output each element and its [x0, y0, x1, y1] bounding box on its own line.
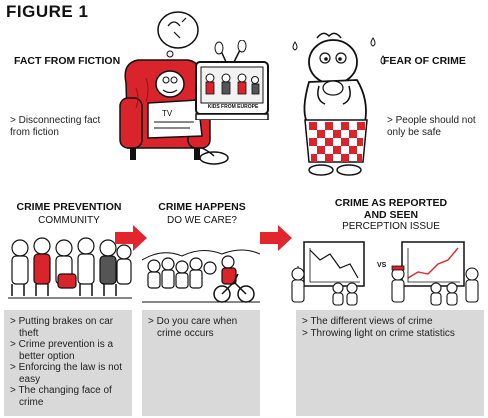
crime-scene-crowd-illustration — [142, 249, 260, 303]
figure-title: FIGURE 1 — [6, 2, 89, 21]
crime-as-reported-list: The different views of crime Throwing li… — [302, 316, 478, 339]
community-group-illustration — [8, 237, 132, 299]
fact-from-fiction-heading: FACT FROM FICTION — [14, 55, 121, 67]
crime-prevention-list: Putting brakes on car theft Crime preven… — [10, 316, 126, 408]
crime-as-reported-heading: CRIME AS REPORTED AND SEEN — [296, 197, 486, 221]
list-item: Crime prevention is a better option — [10, 339, 126, 362]
frightened-person-illustration — [292, 32, 386, 176]
crime-as-reported-box: The different views of crime Throwing li… — [296, 310, 484, 416]
tv-caption: KIDS FROM EUROPE — [207, 104, 259, 110]
list-item: Enforcing the law is not easy — [10, 362, 126, 385]
television-illustration — [195, 40, 269, 120]
man-in-armchair-illustration: TV — [119, 11, 229, 165]
list-item: The different views of crime — [302, 316, 478, 328]
fear-of-crime-heading: FEAR OF CRIME — [383, 55, 466, 67]
arrow-right-icon — [115, 225, 147, 251]
crime-happens-box: Do you care when crime occurs — [142, 310, 260, 416]
crime-prevention-subheading: COMMUNITY — [38, 215, 100, 226]
list-item: Throwing light on crime statistics — [302, 328, 478, 340]
fact-from-fiction-note: > Disconnecting fact from fiction — [10, 115, 101, 138]
list-item: The changing face of crime — [10, 385, 126, 408]
vs-label: VS — [377, 262, 387, 269]
fear-of-crime-note: > People should not only be safe — [387, 115, 476, 138]
crime-prevention-heading: CRIME PREVENTION — [16, 201, 122, 213]
crime-as-reported-heading-line2: AND SEEN — [363, 209, 419, 221]
crime-prevention-box: Putting brakes on car theft Crime preven… — [4, 310, 132, 416]
crime-happens-heading: CRIME HAPPENS — [158, 201, 246, 213]
perception-issue-subheading: PERCEPTION ISSUE — [342, 221, 440, 232]
list-item: Do you care when crime occurs — [148, 316, 254, 339]
crime-as-reported-heading-line1: CRIME AS REPORTED — [334, 197, 448, 209]
svg-text:TV: TV — [162, 109, 173, 118]
arrow-right-icon — [260, 225, 292, 251]
crime-statistics-charts-illustration — [291, 241, 479, 306]
crime-happens-subheading: DO WE CARE? — [166, 215, 237, 226]
crime-happens-list: Do you care when crime occurs — [148, 316, 254, 339]
list-item: Putting brakes on car theft — [10, 316, 126, 339]
